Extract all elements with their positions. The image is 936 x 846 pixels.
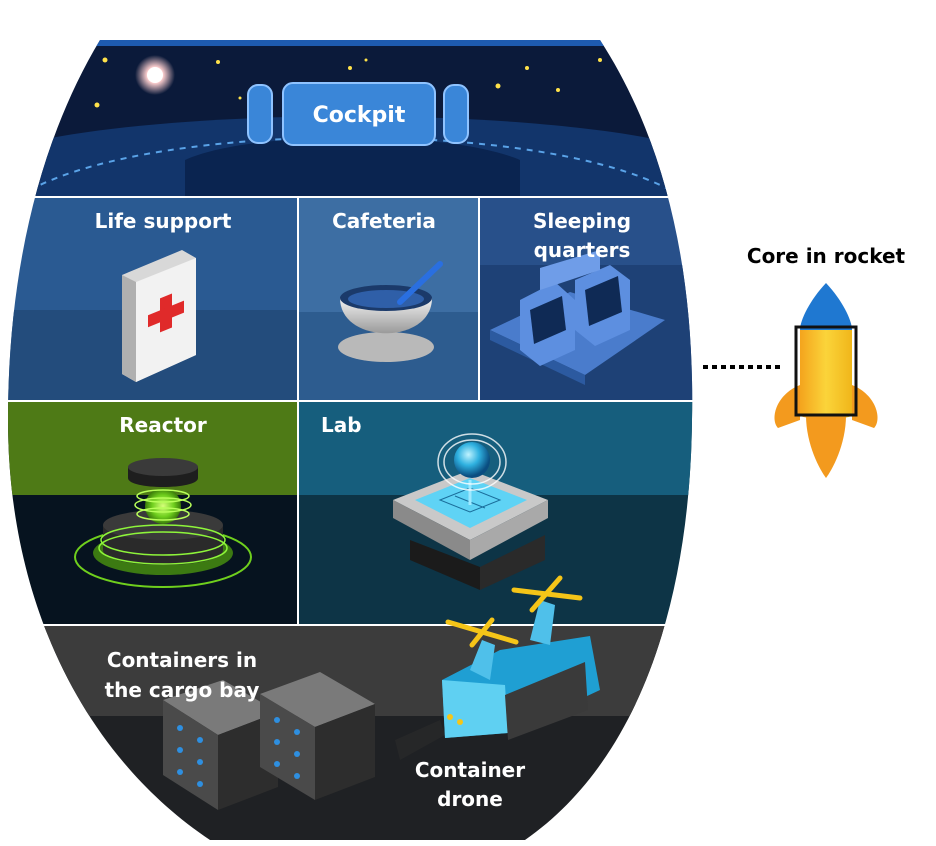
- life-support-label: Life support: [95, 209, 232, 233]
- reactor-label: Reactor: [119, 413, 207, 437]
- ship-hull: Cockpit Life support Cafeteria: [8, 40, 693, 840]
- cafeteria-label: Cafeteria: [332, 209, 436, 233]
- containers-label-2: the cargo bay: [105, 678, 260, 702]
- hologram-icon: [393, 433, 548, 590]
- bowl-icon: [338, 261, 443, 362]
- rocket-icon: [774, 283, 878, 478]
- cockpit-label: Cockpit: [313, 103, 406, 128]
- cockpit-button: [282, 82, 436, 146]
- lab-label: Lab: [321, 413, 362, 437]
- drone-label-2: drone: [437, 787, 503, 811]
- rocket-title: Core in rocket: [747, 244, 906, 268]
- drone-icon: [395, 575, 600, 760]
- core-highlight-box: [794, 325, 858, 417]
- first-aid-kit-icon: [122, 250, 196, 382]
- drone-label-1: Container: [415, 758, 525, 782]
- sleeping-quarters-label-2: quarters: [534, 238, 631, 262]
- server-rack-icon: [163, 672, 375, 810]
- sleeping-quarters-label-1: Sleeping: [533, 209, 631, 233]
- building-icon: [490, 250, 665, 385]
- reactor-icon: [74, 458, 252, 588]
- containers-label-1: Containers in: [107, 648, 257, 672]
